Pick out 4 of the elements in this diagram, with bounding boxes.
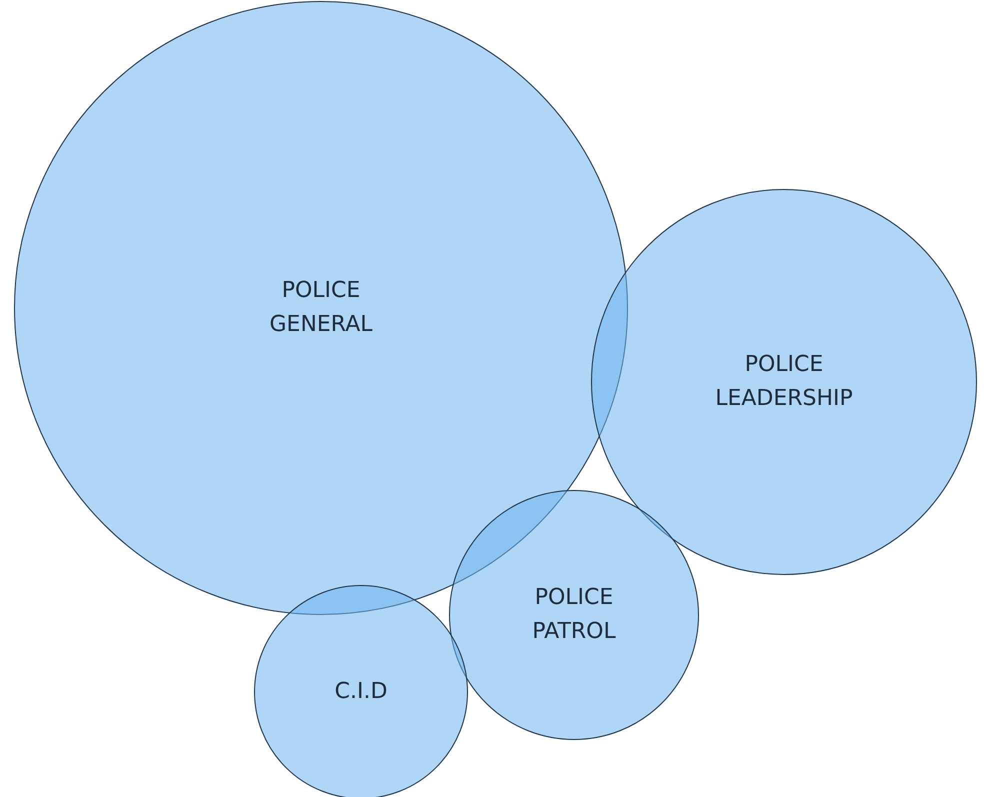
circle-label: POLICE LEADERSHIP — [715, 351, 853, 413]
circle-label: POLICE PATROL — [532, 584, 616, 646]
circle-label: POLICE GENERAL — [270, 277, 372, 339]
circle-label: C.I.D — [334, 678, 388, 706]
